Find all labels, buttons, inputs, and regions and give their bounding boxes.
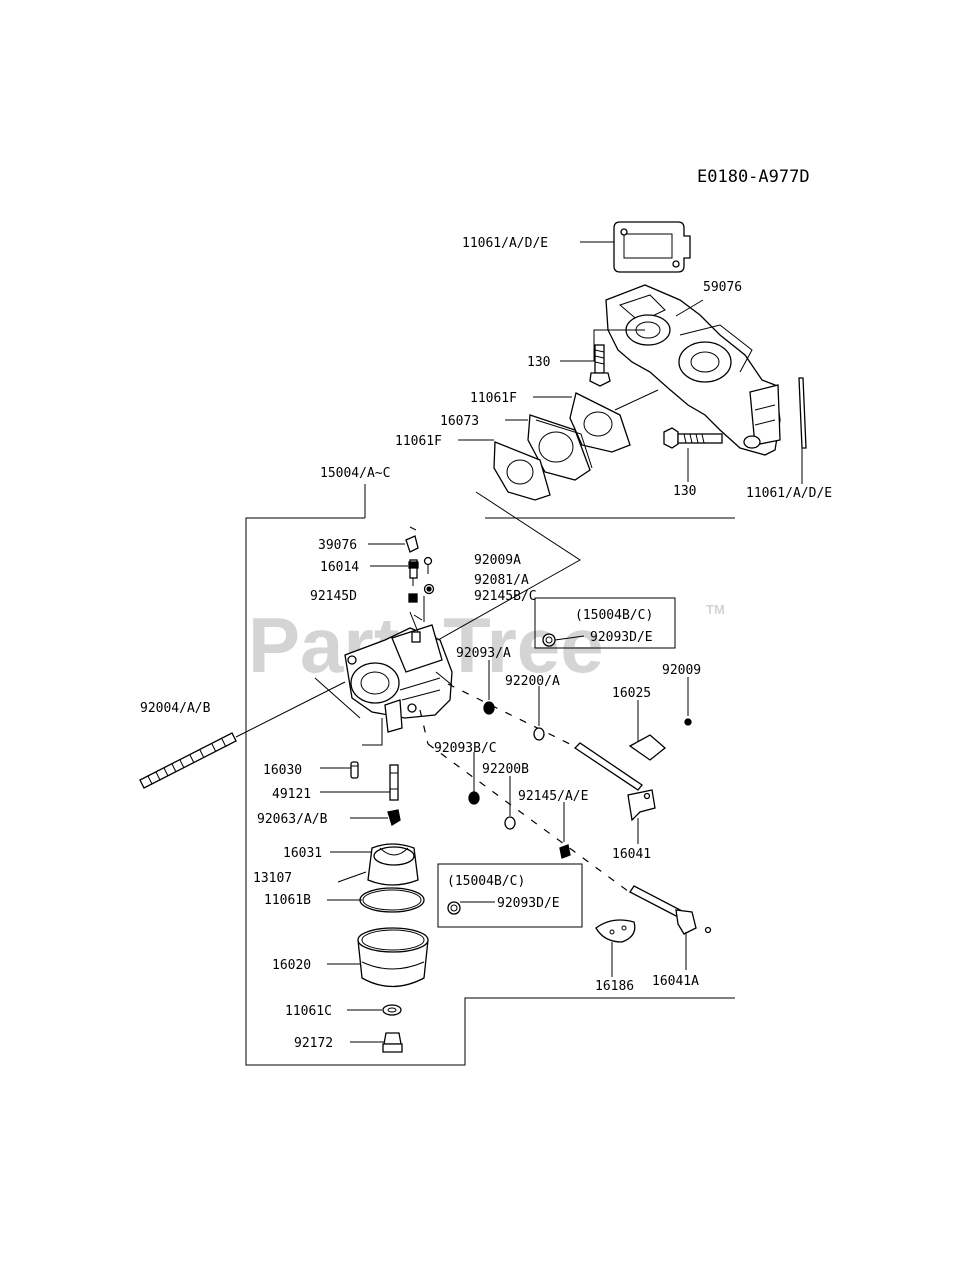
- label-gasket-11061b[interactable]: 11061B: [264, 893, 311, 908]
- seal-92093a-part[interactable]: [483, 701, 495, 715]
- label-carb-assembly[interactable]: 15004/A~C: [320, 466, 390, 481]
- screw-92009-part[interactable]: [684, 718, 692, 726]
- label-gasket-f-upper[interactable]: 11061F: [470, 391, 517, 406]
- label-spacer[interactable]: 16073: [440, 414, 479, 429]
- washer-92200a-part[interactable]: [533, 727, 545, 741]
- diagram-code: E0180-A977D: [697, 167, 810, 187]
- variant-box-top: [534, 597, 676, 649]
- callout-labels: 11061/A/D/E 59076 130 11061F 16073 11061…: [140, 236, 832, 1051]
- plate-16025-part[interactable]: [628, 734, 667, 761]
- label-bolt-92172[interactable]: 92172: [294, 1036, 333, 1051]
- spacer-part[interactable]: [527, 414, 593, 481]
- washer-92200b-part[interactable]: [504, 816, 516, 830]
- label-jet-49121[interactable]: 49121: [272, 787, 311, 802]
- label-cap[interactable]: 39076: [318, 538, 357, 553]
- choke-axis-line-a: [419, 709, 429, 745]
- carburetor-body-part[interactable]: [344, 611, 453, 733]
- washer-11061c-part[interactable]: [382, 1004, 402, 1016]
- label-screw-92009a[interactable]: 92009A: [474, 553, 521, 568]
- shaft-16041-part[interactable]: [573, 742, 656, 822]
- watermark-tm: TM: [706, 602, 725, 617]
- leader-lines: [314, 241, 803, 1043]
- needle-part[interactable]: [408, 556, 433, 587]
- label-pin-16030[interactable]: 16030: [263, 763, 302, 778]
- label-bolt-lower[interactable]: 130: [673, 484, 696, 499]
- label-pin-13107[interactable]: 13107: [253, 871, 292, 886]
- seal-92093bc-part[interactable]: [468, 791, 480, 805]
- label-gasket-top[interactable]: 11061/A/D/E: [462, 236, 548, 251]
- label-manifold[interactable]: 59076: [703, 280, 742, 295]
- gasket-top-part[interactable]: [613, 221, 691, 273]
- screw-92009a-part[interactable]: [423, 583, 435, 595]
- label-needle[interactable]: 16014: [320, 560, 359, 575]
- float-16031-part[interactable]: [367, 843, 419, 886]
- label-variant-bottom: (15004B/C): [447, 874, 525, 889]
- pin-13107-part[interactable]: [337, 871, 367, 883]
- gasket-side-part[interactable]: [798, 377, 807, 449]
- label-bowl-16020[interactable]: 16020: [272, 958, 311, 973]
- label-stud[interactable]: 92004/A/B: [140, 701, 211, 716]
- plate-16186-part[interactable]: [595, 919, 636, 943]
- label-shaft-16041a[interactable]: 16041A: [652, 974, 699, 989]
- bolt-lower-part[interactable]: [663, 427, 723, 449]
- label-washer-11061c[interactable]: 11061C: [285, 1004, 332, 1019]
- label-seal-92093a[interactable]: 92093/A: [456, 646, 511, 661]
- stud-part[interactable]: [139, 681, 346, 789]
- cap-part[interactable]: [405, 526, 419, 553]
- label-float-16031[interactable]: 16031: [283, 846, 322, 861]
- spring-92145ae-part[interactable]: [559, 844, 571, 859]
- bolt-92172-part[interactable]: [382, 1032, 403, 1053]
- label-oring-top-variant[interactable]: 92093D/E: [590, 630, 653, 645]
- label-gasket-f-lower[interactable]: 11061F: [395, 434, 442, 449]
- label-variant-top: (15004B/C): [575, 608, 653, 623]
- label-spring-92145bc[interactable]: 92145B/C: [474, 589, 537, 604]
- label-oring-92081[interactable]: 92081/A: [474, 573, 529, 588]
- label-plate-16025[interactable]: 16025: [612, 686, 651, 701]
- label-spring-92145ae[interactable]: 92145/A/E: [518, 789, 588, 804]
- gasket-f-upper-part[interactable]: [569, 392, 631, 453]
- label-oring-bottom-variant[interactable]: 92093D/E: [497, 896, 560, 911]
- assembly-boundary: [245, 517, 735, 1066]
- oring-bottom-variant-part[interactable]: [447, 901, 461, 915]
- label-shaft-16041[interactable]: 16041: [612, 847, 651, 862]
- intake-manifold-part[interactable]: [605, 284, 781, 456]
- label-washer-92200b[interactable]: 92200B: [482, 762, 529, 777]
- jet-92063-part[interactable]: [387, 809, 401, 826]
- label-plate-16186[interactable]: 16186: [595, 979, 634, 994]
- label-jet-92063[interactable]: 92063/A/B: [257, 812, 328, 827]
- nut-92145d-part[interactable]: [408, 593, 418, 603]
- pin-16030-part[interactable]: [350, 761, 359, 779]
- label-seal-92093bc[interactable]: 92093B/C: [434, 741, 497, 756]
- gasket-f-lower-part[interactable]: [493, 441, 551, 501]
- choke-axis-line-b: [427, 743, 633, 895]
- label-screw-92009[interactable]: 92009: [662, 663, 701, 678]
- jet-49121-part[interactable]: [389, 764, 399, 801]
- shaft-16041a-part[interactable]: [629, 885, 712, 935]
- variant-box-bottom: [437, 863, 583, 928]
- label-washer-92200a[interactable]: 92200/A: [505, 674, 560, 689]
- bowl-16020-part[interactable]: [357, 927, 429, 988]
- label-gasket-side[interactable]: 11061/A/D/E: [746, 486, 832, 501]
- label-nut-92145d[interactable]: 92145D: [310, 589, 357, 604]
- gasket-11061b-part[interactable]: [359, 887, 425, 913]
- oring-top-variant-part[interactable]: [542, 633, 556, 647]
- bolt-upper-part[interactable]: [589, 344, 611, 387]
- label-bolt-upper[interactable]: 130: [527, 355, 550, 370]
